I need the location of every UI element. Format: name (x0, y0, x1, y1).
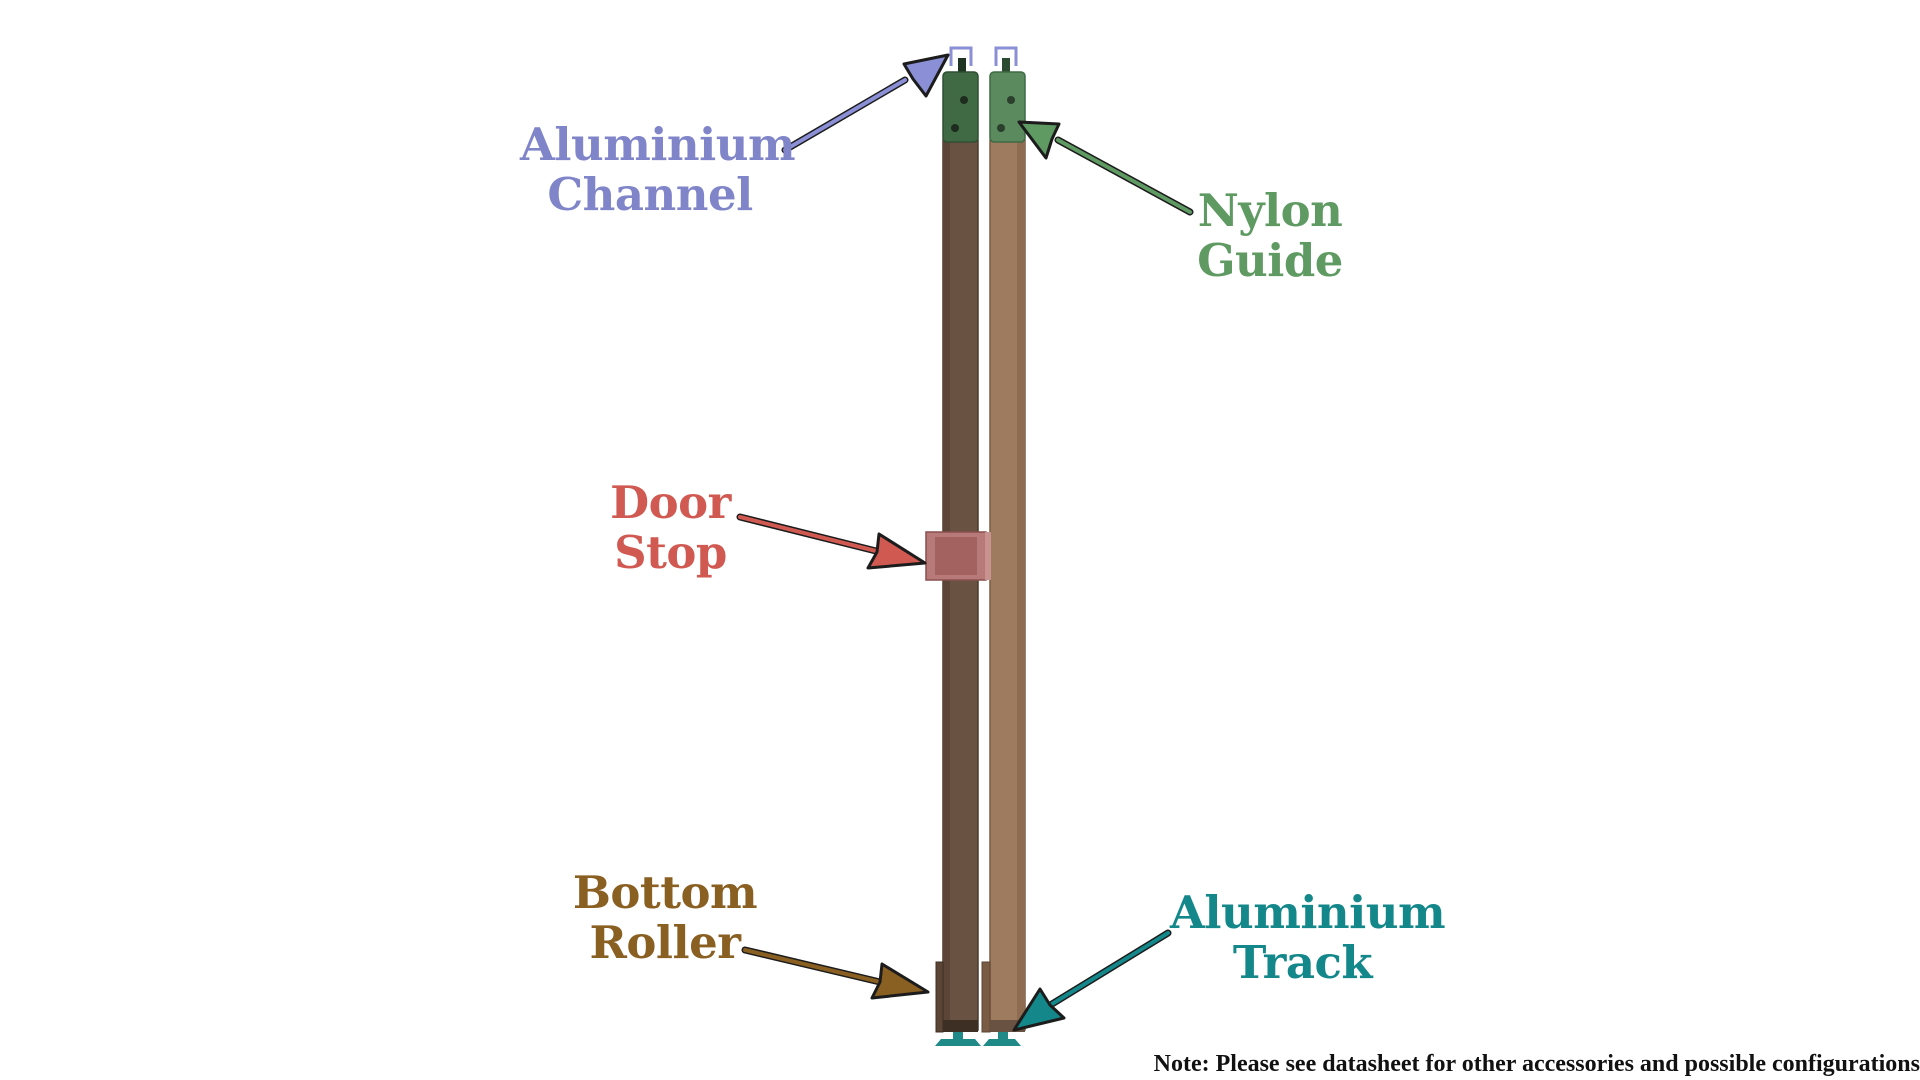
label-aluminium-track-line2: Track (1232, 936, 1373, 989)
label-door-stop-line1: Door (610, 476, 731, 529)
label-aluminium-track: Aluminium Track (1170, 886, 1446, 989)
nylon-guide-right (989, 58, 1026, 143)
arrow-aluminium-track (1012, 929, 1172, 1032)
footnote: Note: Please see datasheet for other acc… (1153, 1051, 1920, 1077)
bottom-roller-left (935, 961, 978, 1033)
door-stop-block (925, 531, 991, 581)
door-panel-left-shade (943, 140, 950, 1030)
arrow-nylon-guide (1017, 120, 1194, 216)
label-bottom-roller-line1: Bottom (572, 866, 758, 919)
label-nylon-guide-line2: Guide (1197, 234, 1343, 287)
label-aluminium-channel-line2: Channel (547, 168, 753, 221)
nylon-guide-left (942, 58, 979, 143)
label-aluminium-channel-line1: Aluminium (520, 118, 796, 171)
label-door-stop-line2: Stop (614, 526, 727, 579)
label-door-stop: Door Stop (598, 478, 743, 578)
aluminium-track-left (935, 1032, 981, 1046)
label-aluminium-channel: Aluminium Channel (520, 118, 796, 221)
label-nylon-guide: Nylon Guide (1185, 186, 1355, 286)
label-aluminium-track-line1: Aluminium (1170, 886, 1446, 939)
door-panel-right-shade (1017, 140, 1025, 1030)
aluminium-channel-left (949, 46, 973, 66)
label-nylon-guide-line1: Nylon (1197, 184, 1343, 237)
label-bottom-roller-line2: Roller (589, 916, 741, 969)
aluminium-track-right (983, 1032, 1021, 1046)
arrow-door-stop (736, 513, 927, 570)
arrow-aluminium-channel (781, 53, 950, 154)
label-bottom-roller: Bottom Roller (570, 868, 760, 968)
arrow-bottom-roller (741, 946, 930, 1000)
aluminium-channel-right (994, 46, 1018, 66)
